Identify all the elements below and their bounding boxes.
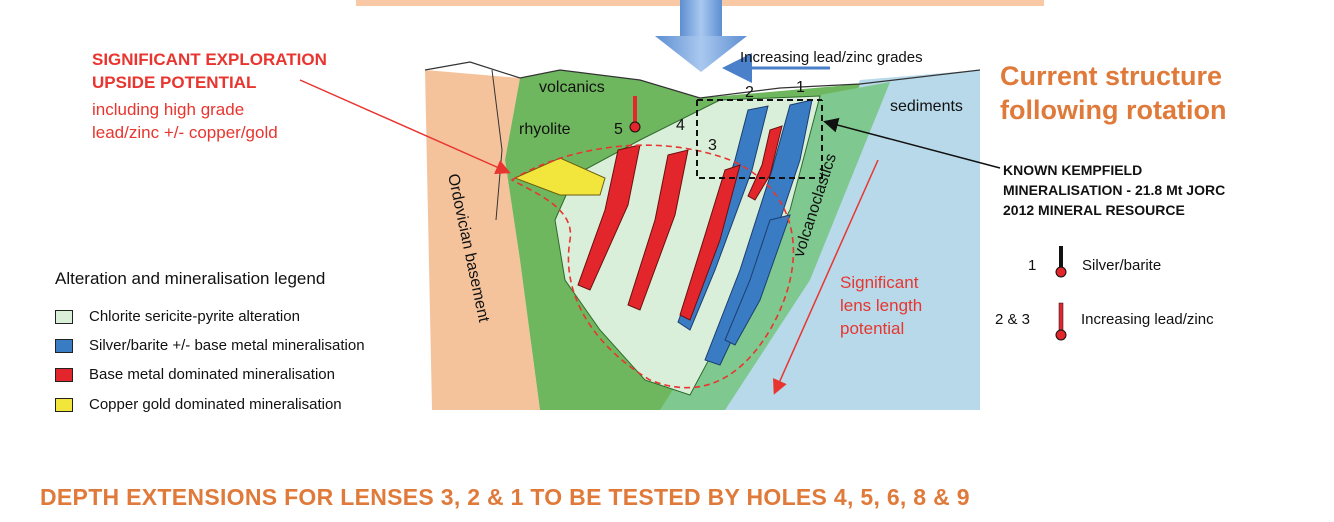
lens-length-arrow <box>773 159 879 395</box>
base-metal-lens <box>747 125 783 201</box>
legend-label: Base metal dominated mineralisation <box>89 366 335 383</box>
exploration-title-line-2: UPSIDE POTENTIAL <box>92 73 257 92</box>
base-metal-lens <box>679 164 741 321</box>
legend-item: Copper gold dominated mineralisation <box>55 396 342 413</box>
silver-barite-lens <box>704 99 813 366</box>
sediments-unit <box>725 70 980 410</box>
known-mineralisation-line-2: MINERALISATION - 21.8 Mt JORC <box>1003 182 1226 198</box>
known-resource-arrow <box>823 117 1001 169</box>
exploration-title-line-1: SIGNIFICANT EXPLORATION <box>92 50 327 69</box>
legend-swatch <box>55 338 73 353</box>
lens-label-1: 1 <box>796 79 805 96</box>
lens-label-2: 2 <box>745 84 754 101</box>
lens-label-5: 5 <box>614 121 623 138</box>
legend-label: Silver/barite +/- base metal mineralisat… <box>89 337 365 354</box>
legend-swatch <box>55 367 73 382</box>
increasing-grades-label: Increasing lead/zinc grades <box>740 49 923 66</box>
potential-envelope <box>510 144 795 389</box>
legend-label: Copper gold dominated mineralisation <box>89 396 342 413</box>
legend-item: Base metal dominated mineralisation <box>55 366 335 383</box>
exploration-sub-line-2: lead/zinc +/- copper/gold <box>92 123 278 142</box>
fault-line <box>491 69 503 221</box>
thermo-legend-number-1: 1 <box>1028 257 1037 274</box>
cross-section-diagram: volcanics rhyolite sediments 1 2 3 4 5 v… <box>299 0 1067 410</box>
lens-length-line-3: potential <box>840 319 904 338</box>
basement-unit <box>425 70 540 410</box>
lens-label-4: 4 <box>676 117 685 134</box>
thermometer-icon <box>1055 302 1067 341</box>
thermo-legend-label-2: Increasing lead/zinc <box>1081 311 1214 328</box>
structure-title-line-2: following rotation <box>1000 95 1227 125</box>
lens-label-3: 3 <box>708 137 717 154</box>
thermo-legend-number-2: 2 & 3 <box>995 311 1031 328</box>
thermometer-icon <box>629 96 641 133</box>
legend-title: Alteration and mineralisation legend <box>55 269 326 288</box>
thermo-legend-label-1: Silver/barite <box>1082 257 1162 274</box>
lens-length-line-1: Significant <box>840 273 919 292</box>
lens-length-line-2: lens length <box>840 296 922 315</box>
known-mineralisation-line-1: KNOWN KEMPFIELD <box>1003 162 1143 178</box>
known-mineralisation-line-3: 2012 MINERAL RESOURCE <box>1003 202 1185 218</box>
legend-swatch <box>55 309 73 324</box>
surface-line <box>424 61 981 99</box>
legend-item: Silver/barite +/- base metal mineralisat… <box>55 337 365 354</box>
thermometer-icon <box>1055 246 1067 278</box>
sediments-label: sediments <box>890 98 963 115</box>
structure-title-line-1: Current structure <box>1000 61 1223 91</box>
known-resource-box <box>696 99 823 179</box>
legend-label: Chlorite sericite-pyrite alteration <box>89 308 300 325</box>
footer-caption: DEPTH EXTENSIONS FOR LENSES 3, 2 & 1 TO … <box>40 484 970 510</box>
silver-barite-lens <box>724 214 791 346</box>
exploration-sub-line-1: including high grade <box>92 100 245 119</box>
down-arrow-icon <box>655 0 747 72</box>
legend-swatch <box>55 397 73 412</box>
volcanics-label: volcanics <box>539 79 605 96</box>
rhyolite-label: rhyolite <box>519 121 571 138</box>
base-metal-lens <box>627 149 689 311</box>
exploration-arrow <box>299 79 511 175</box>
legend-item: Chlorite sericite-pyrite alteration <box>55 308 300 325</box>
